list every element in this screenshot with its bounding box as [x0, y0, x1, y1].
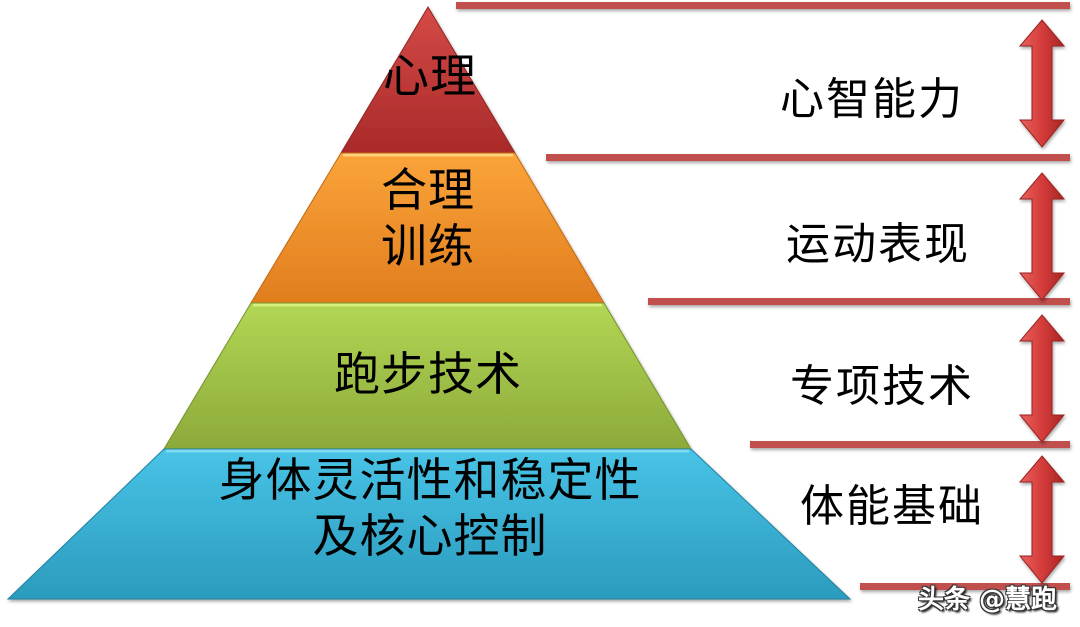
- divider-lines: [456, 2, 1070, 590]
- divider-line-5: [860, 583, 1070, 590]
- double-arrow-icon-4: [1019, 455, 1065, 584]
- watermark: 头条 @慧跑: [918, 585, 1058, 615]
- layer-label-running-technique: 跑步技术: [334, 347, 522, 401]
- side-label-fitness-foundation: 体能基础: [800, 481, 984, 532]
- pyramid-layer-4: [6, 448, 852, 600]
- side-label-specific-technique: 专项技术: [790, 361, 974, 412]
- double-arrow-icon-3: [1019, 314, 1065, 443]
- double-arrow-icon-2: [1019, 172, 1065, 301]
- divider-line-3: [648, 298, 1070, 305]
- double-arrow-icon-1: [1019, 19, 1065, 148]
- divider-line-2: [546, 154, 1070, 161]
- layer-label-physical-foundation: 身体灵活性和稳定性 及核心控制: [218, 453, 642, 564]
- layer-label-psychology: 心理: [383, 49, 477, 103]
- side-label-sports-performance: 运动表现: [786, 219, 970, 270]
- divider-line-4: [750, 441, 1070, 448]
- layer-label-training: 合理 训练: [381, 163, 475, 274]
- side-label-mental-ability: 心智能力: [780, 74, 964, 125]
- divider-line-1: [456, 2, 1070, 9]
